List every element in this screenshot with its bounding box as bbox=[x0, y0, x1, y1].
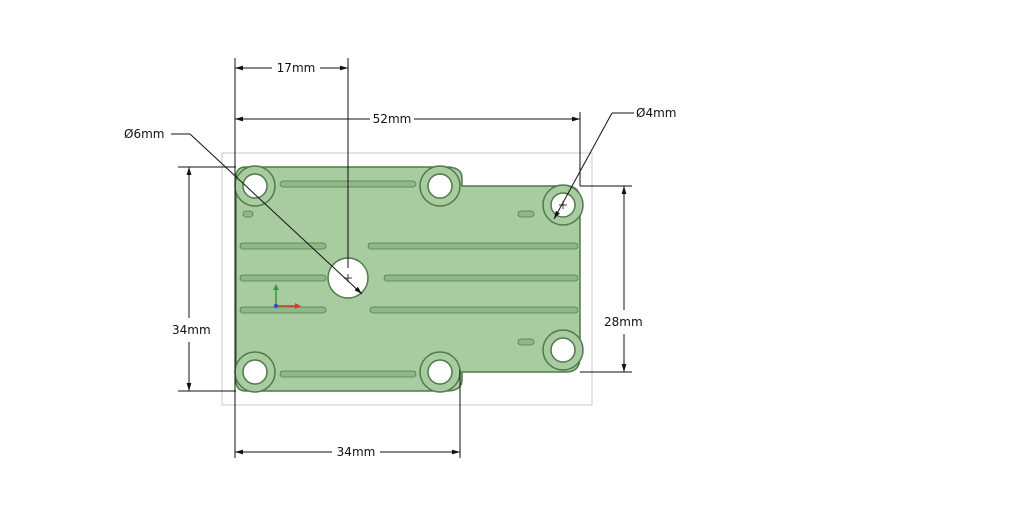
dim-17mm: 17mm bbox=[277, 61, 316, 75]
mounting-hole bbox=[427, 173, 453, 199]
bounding-box bbox=[221, 152, 593, 406]
slot bbox=[517, 338, 535, 346]
slot bbox=[239, 274, 327, 282]
dim-34mm-left: 34mm bbox=[172, 323, 211, 337]
slot bbox=[367, 242, 579, 250]
dim-52mm: 52mm bbox=[373, 112, 412, 126]
slot bbox=[239, 306, 327, 314]
slot bbox=[369, 306, 579, 314]
mounting-hole bbox=[550, 337, 576, 363]
dimension-lines bbox=[171, 58, 634, 458]
slot bbox=[383, 274, 579, 282]
slot bbox=[239, 242, 327, 250]
dim-28mm: 28mm bbox=[604, 315, 643, 329]
slot bbox=[279, 370, 417, 378]
dim-diameter-4mm: Ø4mm bbox=[636, 106, 676, 120]
slot bbox=[242, 210, 254, 218]
xyz-axis-triad-icon bbox=[273, 284, 301, 309]
mounting-hole bbox=[242, 359, 268, 385]
mounting-hole bbox=[427, 359, 453, 385]
slot bbox=[517, 210, 535, 218]
rib-slots bbox=[239, 180, 579, 378]
dim-diameter-6mm: Ø6mm bbox=[124, 127, 164, 141]
mounting-hole bbox=[242, 173, 268, 199]
dim-34mm-bottom: 34mm bbox=[337, 445, 376, 459]
